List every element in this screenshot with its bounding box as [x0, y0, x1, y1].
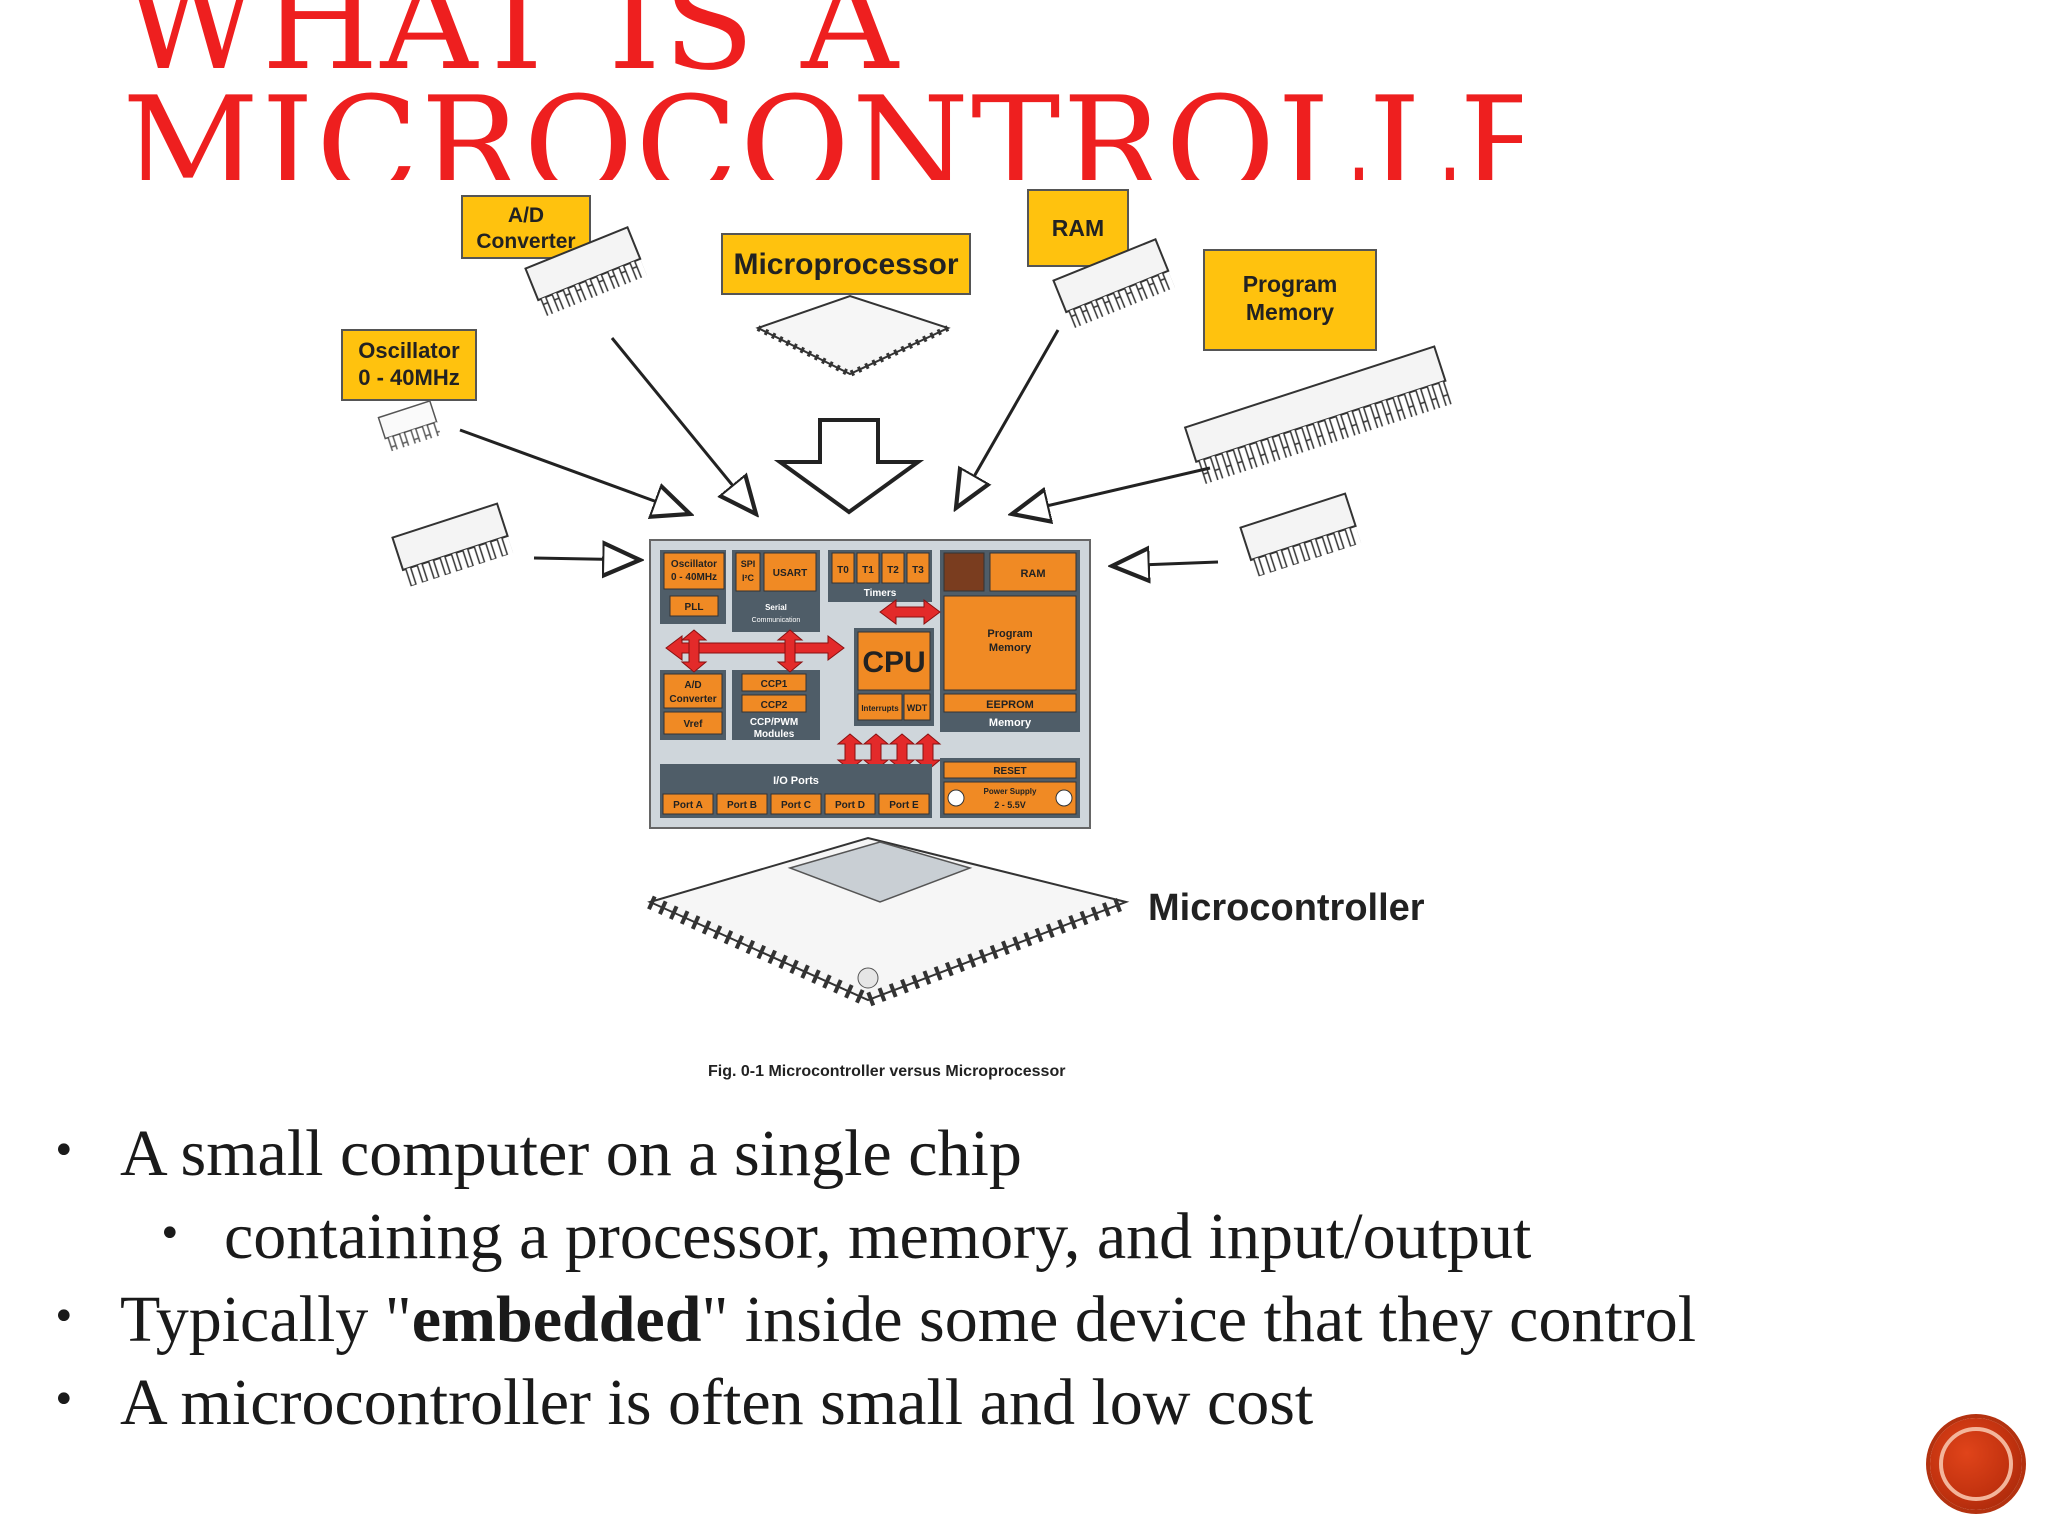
svg-text:Serial: Serial: [765, 603, 787, 612]
svg-text:Modules: Modules: [754, 729, 795, 740]
svg-text:T0: T0: [837, 565, 849, 576]
svg-text:Microprocessor: Microprocessor: [733, 248, 958, 281]
bullet-item: • A small computer on a single chip: [52, 1112, 2032, 1195]
svg-text:CCP2: CCP2: [761, 700, 788, 711]
svg-text:Port D: Port D: [835, 800, 865, 811]
down-arrow-icon: [773, 418, 925, 515]
svg-text:Program: Program: [987, 628, 1032, 640]
title-line-1: WHAT IS A: [122, 0, 901, 100]
microcontroller-package-icon: [647, 836, 1130, 1008]
sub-bullet-item: • containing a processor, memory, and in…: [52, 1195, 2032, 1278]
svg-text:PLL: PLL: [685, 602, 704, 613]
svg-text:I/O Ports: I/O Ports: [773, 775, 819, 787]
svg-text:Memory: Memory: [989, 642, 1032, 654]
svg-text:Memory: Memory: [1246, 299, 1334, 325]
svg-text:Power Supply: Power Supply: [984, 787, 1037, 796]
svg-text:T2: T2: [887, 565, 899, 576]
svg-text:A/D: A/D: [684, 680, 701, 691]
svg-text:Oscillator: Oscillator: [671, 559, 717, 570]
svg-text:RAM: RAM: [1020, 568, 1045, 580]
ad-converter-label: A/D Converter: [461, 195, 591, 259]
svg-text:Port E: Port E: [889, 800, 919, 811]
slide-title: WHAT IS A MICROCONTROLLER?: [122, 0, 1522, 180]
microcontroller-label: Microcontroller: [1148, 887, 1425, 929]
svg-text:Program: Program: [1243, 271, 1338, 297]
oscillator-label: Oscillator 0 - 40MHz: [341, 329, 477, 401]
svg-text:0 - 40MHz: 0 - 40MHz: [671, 572, 717, 583]
ad-converter-chip-icon: [524, 226, 647, 317]
block-diagram: Oscillator 0 - 40MHz PLL SPI I²C USART S…: [649, 539, 1091, 829]
svg-text:Interrupts: Interrupts: [861, 704, 899, 713]
svg-text:CPU: CPU: [862, 646, 925, 679]
svg-text:WDT: WDT: [907, 703, 928, 713]
microprocessor-chip-icon: [755, 294, 951, 378]
microprocessor-label: Microprocessor: [721, 233, 971, 295]
figure-caption: Fig. 0-1 Microcontroller versus Micropro…: [708, 1063, 1065, 1080]
title-line-2: MICROCONTROLLER?: [122, 68, 1522, 180]
bullet-text: A microcontroller is often small and low…: [120, 1366, 1314, 1439]
svg-text:Oscillator: Oscillator: [358, 338, 460, 363]
svg-text:CCP1: CCP1: [761, 679, 788, 690]
svg-text:RESET: RESET: [993, 766, 1026, 777]
program-memory-label: Program Memory: [1203, 249, 1377, 351]
oscillator-chip-icon: [377, 399, 441, 452]
left-chip-icon: [391, 502, 514, 588]
bullet-dot: •: [158, 1211, 182, 1257]
bullet-text-pre: Typically ": [120, 1283, 412, 1356]
ram-chip-icon: [1052, 238, 1175, 329]
svg-text:Port B: Port B: [727, 800, 757, 811]
svg-text:A/D: A/D: [508, 204, 544, 227]
right-chip-icon: [1239, 492, 1362, 578]
svg-text:Memory: Memory: [989, 717, 1032, 729]
ram-label: RAM: [1027, 189, 1129, 267]
slide-nav-button[interactable]: [1930, 1418, 2022, 1510]
svg-text:CCP/PWM: CCP/PWM: [750, 717, 798, 728]
bullet-text-post: " inside some device that they control: [701, 1283, 1697, 1356]
svg-text:SPI: SPI: [741, 559, 756, 569]
svg-text:Converter: Converter: [476, 230, 575, 253]
svg-text:Converter: Converter: [669, 694, 716, 705]
svg-text:Vref: Vref: [684, 719, 704, 730]
bullet-item: • A microcontroller is often small and l…: [52, 1361, 2032, 1444]
svg-text:0 - 40MHz: 0 - 40MHz: [358, 365, 459, 390]
svg-text:I²C: I²C: [742, 573, 754, 583]
program-memory-chip-icon: [1183, 345, 1453, 485]
bullet-dot: •: [52, 1128, 76, 1174]
bullet-dot: •: [52, 1377, 76, 1423]
svg-text:2 - 5.5V: 2 - 5.5V: [994, 800, 1026, 810]
svg-text:EEPROM: EEPROM: [986, 699, 1034, 711]
bullet-dot: •: [52, 1294, 76, 1340]
svg-text:RAM: RAM: [1052, 215, 1104, 241]
bullet-list: • A small computer on a single chip • co…: [52, 1112, 2032, 1444]
svg-text:Port C: Port C: [781, 800, 811, 811]
svg-text:T3: T3: [912, 565, 924, 576]
bullet-text: containing a processor, memory, and inpu…: [224, 1200, 1532, 1273]
svg-text:Port A: Port A: [673, 800, 703, 811]
bullet-bold-word: embedded: [411, 1283, 702, 1356]
arrows: [459, 329, 1219, 566]
svg-text:USART: USART: [773, 568, 807, 579]
bullet-item: • Typically "embedded" inside some devic…: [52, 1278, 2032, 1361]
bullet-text: A small computer on a single chip: [120, 1117, 1022, 1190]
svg-text:T1: T1: [862, 565, 874, 576]
svg-text:Communication: Communication: [752, 617, 801, 624]
microcontroller-figure: A/D Converter Microprocessor RAM Program…: [320, 178, 1520, 1090]
svg-text:Timers: Timers: [864, 588, 897, 599]
